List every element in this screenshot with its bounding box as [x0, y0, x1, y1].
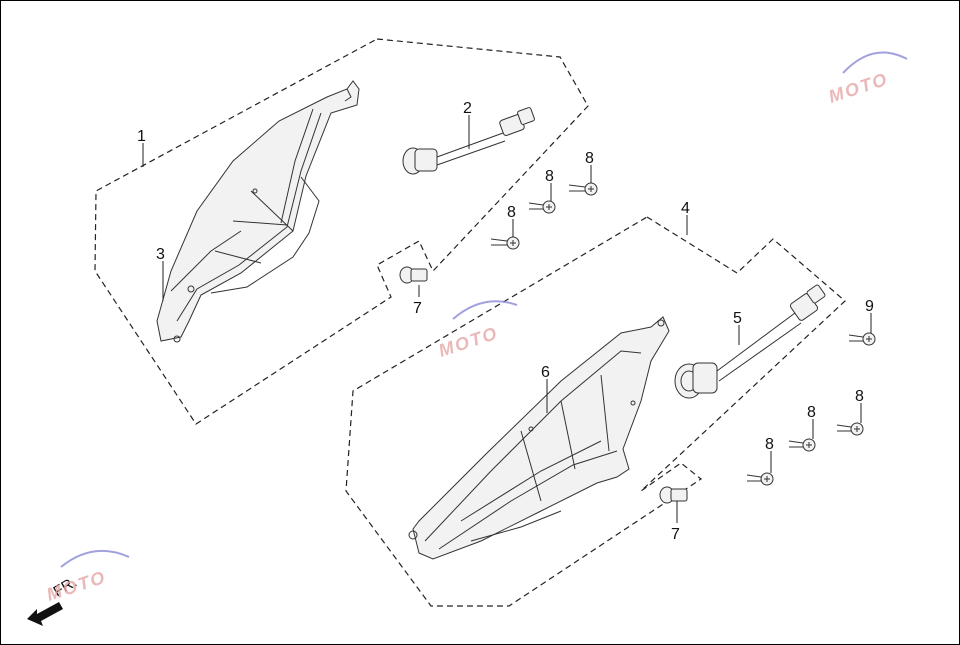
callout-8-right-low: 8 [765, 436, 774, 453]
assembly-4-boundary [345, 216, 846, 607]
right-bulb-socket-harness [674, 284, 826, 399]
watermark-logo-center: MOTO [436, 300, 518, 361]
callout-7-right: 7 [671, 526, 680, 543]
callout-8-mid: 8 [545, 168, 554, 185]
screw-8b [528, 200, 556, 214]
screw-9 [848, 332, 876, 346]
watermark-logo-top-right: MOTO [826, 51, 908, 107]
left-bulb-socket-harness [402, 107, 535, 175]
callout-1: 1 [137, 128, 146, 145]
watermark-logo-bottom-left: MOTO [44, 550, 130, 605]
callout-7-left: 7 [413, 300, 422, 317]
left-indicator-housing [156, 80, 360, 343]
callout-8-right-mid: 8 [807, 404, 816, 421]
screw-8f [746, 472, 774, 486]
right-bulb [659, 486, 688, 504]
callout-8-low: 8 [507, 204, 516, 221]
svg-text:MOTO: MOTO [826, 69, 891, 107]
right-indicator-housing [408, 316, 670, 560]
callout-4: 4 [681, 200, 690, 217]
front-arrow-icon [27, 602, 63, 626]
callout-8-right-top: 8 [855, 388, 864, 405]
left-bulb [399, 266, 428, 284]
callout-3: 3 [156, 246, 165, 263]
screw-8a [568, 182, 598, 196]
callout-8-top: 8 [585, 150, 594, 167]
svg-text:MOTO: MOTO [436, 323, 501, 361]
svg-text:MOTO: MOTO [44, 567, 109, 605]
callout-9: 9 [865, 298, 874, 315]
callout-5: 5 [733, 310, 742, 327]
callout-2: 2 [463, 100, 472, 117]
screw-8c [490, 236, 520, 250]
screw-8e [788, 438, 816, 452]
assembly-1-boundary [94, 38, 589, 425]
screw-8d [836, 422, 864, 436]
callout-6: 6 [541, 364, 550, 381]
